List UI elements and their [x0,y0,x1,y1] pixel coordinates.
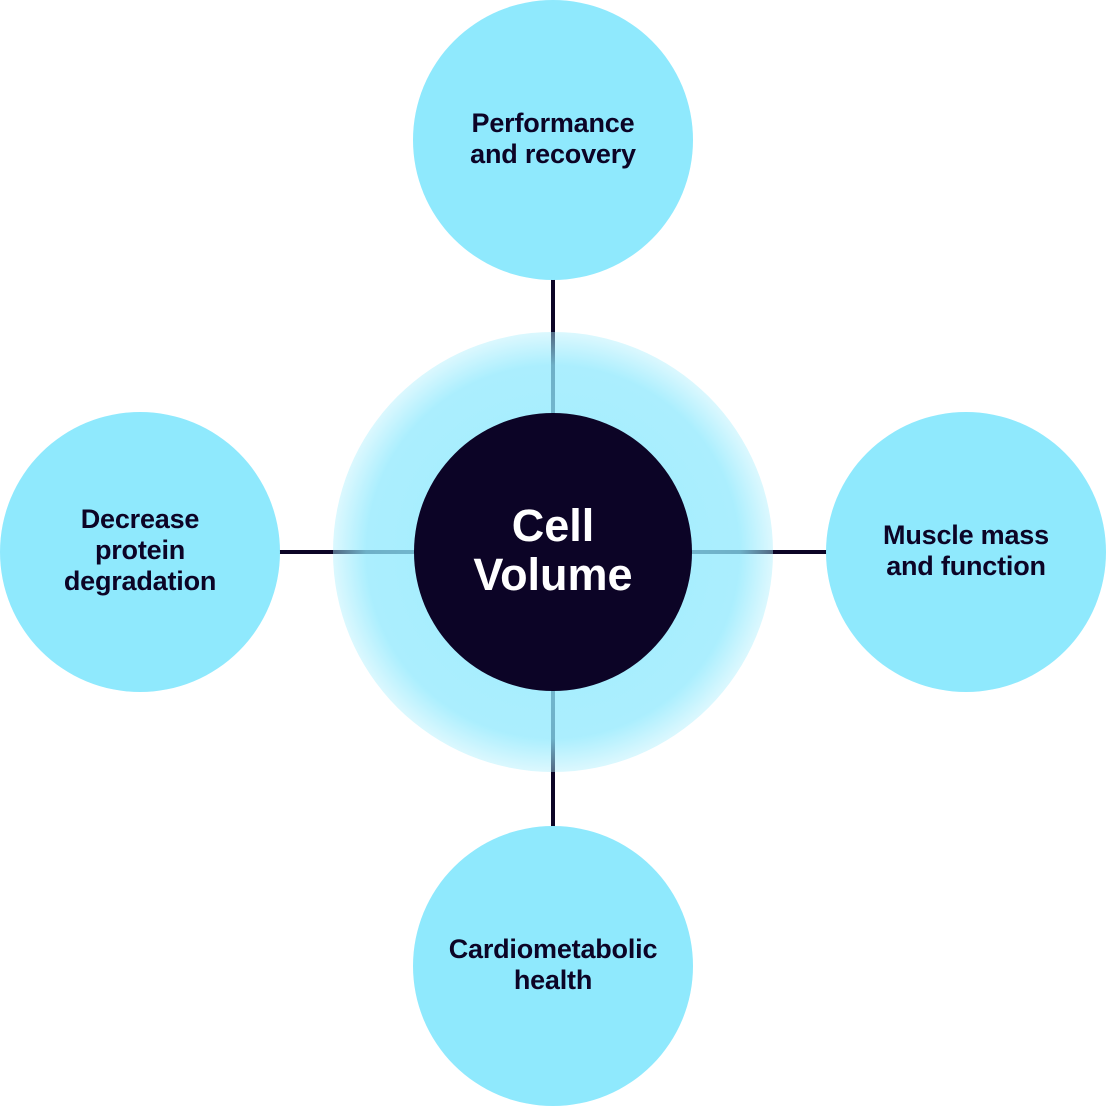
connector-bottom [551,688,555,828]
node-label: Cardiometabolic health [448,934,658,995]
connector-right [688,550,828,554]
center-label: Cell Volume [473,500,633,600]
node-label: Muscle mass and function [883,520,1049,581]
node-muscle-mass-function: Muscle mass and function [826,412,1106,692]
connector-left [278,550,418,554]
node-decrease-protein-degradation: Decrease protein degradation [0,412,280,692]
node-label: Decrease protein degradation [63,503,217,596]
connector-top [551,278,555,418]
center-node-cell-volume: Cell Volume [414,413,692,691]
node-cardiometabolic-health: Cardiometabolic health [413,826,693,1106]
node-label: Performance and recovery [470,108,636,169]
node-performance-recovery: Performance and recovery [413,0,693,280]
